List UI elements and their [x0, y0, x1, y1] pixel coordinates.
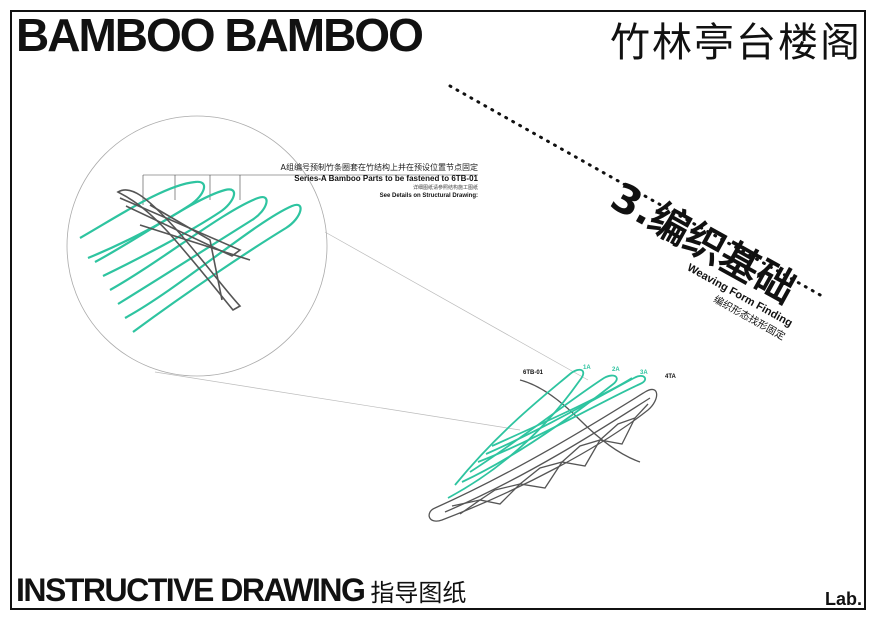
label-1a: 1A [583, 365, 591, 371]
label-2a: 2A [612, 367, 620, 373]
annotation-line4: See Details on Structural Drawing: [379, 193, 478, 199]
page-title-en: BAMBOO BAMBOO [16, 9, 424, 61]
footer-title-cn: 指导图纸 [370, 579, 467, 607]
label-4ta: 4TA [665, 374, 676, 380]
lab-logo: Lab. [824, 589, 862, 609]
label-6tb-01: 6TB-01 [523, 370, 544, 376]
page-title-cn: 竹林亭台楼阁 [610, 20, 862, 66]
footer-title-en: INSTRUCTIVE DRAWING [16, 572, 366, 608]
leader-line-top [324, 231, 589, 381]
annotation-line2: Series-A Bamboo Parts to be fastened to … [294, 174, 478, 183]
leader-line-bottom [154, 371, 521, 431]
annotation-line1: A组编号预制竹条圈套在竹结构上并在预设位置节点固定 [280, 163, 478, 172]
drawing-frame [10, 10, 866, 610]
annotation-line3: 详细图纸请参照结构施工图纸 [412, 185, 478, 191]
label-3a: 3A [640, 370, 648, 376]
detail-structure-frame [116, 189, 251, 312]
detail-magnifier-circle [66, 115, 328, 377]
main-weaving-loops [447, 368, 647, 499]
annotation-block: A组编号预制竹条圈套在竹结构上并在预设位置节点固定 Series-A Bambo… [230, 163, 478, 200]
main-truss-structure [428, 379, 658, 522]
dotted-guide-line [448, 84, 824, 298]
